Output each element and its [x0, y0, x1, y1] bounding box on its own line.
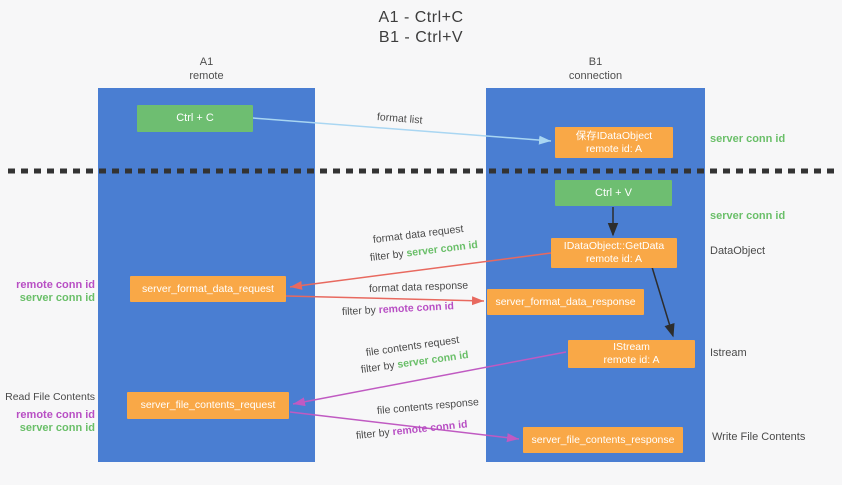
- save-dataobject-box: 保存IDataObject remote id: A: [555, 127, 673, 158]
- server-file-contents-request-box: server_file_contents_request: [127, 392, 289, 419]
- server-file-contents-response-box: server_file_contents_response: [523, 427, 683, 453]
- server-conn-id-annotation-top: server conn id: [710, 133, 786, 145]
- column-a1-role: remote: [189, 70, 224, 82]
- server-file-contents-response-label: server_file_contents_response: [531, 433, 675, 446]
- write-file-contents-annotation: Write File Contents: [712, 431, 806, 443]
- format-data-response-arrow: [285, 295, 485, 306]
- istream-annotation: Istream: [710, 347, 747, 359]
- server-format-data-request-label: server_format_data_request: [142, 282, 274, 295]
- title-line-1: A1 - Ctrl+C: [378, 9, 464, 26]
- save-dataobject-line1: 保存IDataObject: [575, 129, 653, 142]
- istream-box: IStream remote id: A: [568, 340, 695, 368]
- diagram-title: A1 - Ctrl+C B1 - Ctrl+V: [0, 8, 842, 48]
- server-format-data-response-label: server_format_data_response: [495, 295, 636, 308]
- remote-conn-id-annotation: remote conn id: [16, 409, 95, 421]
- column-b1-name: B1: [588, 56, 603, 68]
- file-contents-request-arrow: [292, 351, 567, 407]
- server-format-data-response-box: server_format_data_response: [487, 289, 644, 315]
- format-data-request-arrow: [289, 252, 552, 290]
- getdata-line1: IDataObject::GetData: [563, 240, 665, 252]
- file-contents-response-arrow: [289, 411, 520, 443]
- getdata-line2: remote id: A: [585, 253, 643, 265]
- istream-line2: remote id: A: [603, 354, 660, 366]
- server-file-contents-request-label: server_file_contents_request: [140, 399, 276, 411]
- column-header-a1: A1 remote: [98, 55, 315, 83]
- format-request-conn-ids: remote conn id server conn id: [8, 279, 95, 305]
- istream-line1: IStream: [613, 341, 650, 353]
- server-conn-id-annotation-mid: server conn id: [710, 210, 786, 222]
- file-request-conn-ids: remote conn id server conn id: [8, 409, 95, 435]
- save-dataobject-line2: remote id: A: [585, 142, 643, 155]
- title-line-2: B1 - Ctrl+V: [378, 29, 464, 46]
- column-header-b1: B1 connection: [486, 55, 705, 83]
- server-conn-id-annotation: server conn id: [19, 422, 95, 434]
- read-file-contents-annotation: Read File Contents: [5, 391, 95, 403]
- ctrl-v-label: Ctrl + V: [595, 186, 632, 199]
- server-conn-id-annotation: server conn id: [19, 292, 95, 304]
- ctrl-v-box: Ctrl + V: [555, 180, 672, 206]
- column-a1-name: A1: [199, 56, 214, 68]
- format-list-arrow: [252, 117, 552, 145]
- remote-conn-id-annotation: remote conn id: [16, 279, 95, 291]
- getdata-box: IDataObject::GetData remote id: A: [551, 238, 677, 268]
- dataobject-annotation: DataObject: [710, 245, 766, 257]
- server-format-data-request-box: server_format_data_request: [130, 276, 286, 302]
- ctrl-c-label: Ctrl + C: [176, 112, 214, 124]
- filter-by-text: filter by: [341, 304, 380, 318]
- column-b1-role: connection: [568, 70, 623, 82]
- ctrl-c-box: Ctrl + C: [137, 105, 253, 132]
- getdata-to-istream-arrow: [651, 266, 675, 338]
